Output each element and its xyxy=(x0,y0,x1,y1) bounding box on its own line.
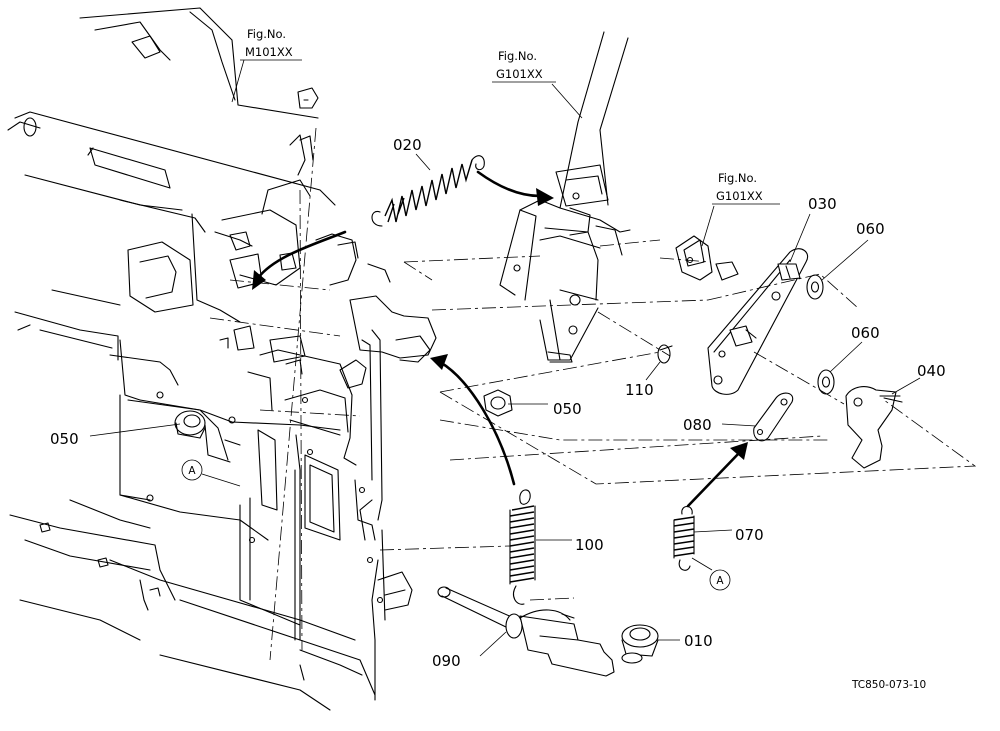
clip-110 xyxy=(657,344,673,364)
fig-ref-g1-line2: G101XX xyxy=(496,67,543,81)
part-label-110: 110 xyxy=(625,381,654,399)
washer-060-top xyxy=(806,274,824,300)
link-080 xyxy=(753,392,794,442)
part-label-080: 080 xyxy=(683,416,712,434)
part-label-090: 090 xyxy=(432,652,461,670)
part-label-050-left: 050 xyxy=(50,430,79,448)
callout-markers: A A xyxy=(181,459,731,591)
fig-ref-g2-line2: G101XX xyxy=(716,189,763,203)
spring-070 xyxy=(673,505,695,571)
fig-ref-g2-line1: Fig.No. xyxy=(718,171,757,185)
drawing-reference: TC850-073-10 xyxy=(851,679,926,691)
part-label-010: 010 xyxy=(684,632,713,650)
part-label-020: 020 xyxy=(393,136,422,154)
part-label-040: 040 xyxy=(917,362,946,380)
arrow-100-to-lever xyxy=(430,354,516,486)
part-label-070: 070 xyxy=(735,526,764,544)
callout-a-right: A xyxy=(709,569,731,591)
part-label-060-top: 060 xyxy=(856,220,885,238)
part-label-060-bottom: 060 xyxy=(851,324,880,342)
part-numbers: 020 030 060 060 040 110 050 080 050 100 … xyxy=(50,136,946,670)
fig-ref-g1-line1: Fig.No. xyxy=(498,49,537,63)
hook-plate-040 xyxy=(845,386,903,469)
stopper-bolt xyxy=(675,235,739,281)
leader-lines xyxy=(89,59,921,657)
part-label-100: 100 xyxy=(575,536,604,554)
spring-020 xyxy=(371,155,485,227)
rod-090 xyxy=(437,586,615,677)
svg-text:A: A xyxy=(716,575,724,587)
arrow-020-to-frame xyxy=(252,230,347,290)
callout-a-left: A xyxy=(181,459,203,481)
bracket-plate-030 xyxy=(707,248,808,395)
center-lines xyxy=(209,127,977,661)
arrow-020-to-lever xyxy=(476,170,554,206)
svg-text:A: A xyxy=(188,465,196,477)
fig-ref-m-line1: Fig.No. xyxy=(247,27,286,41)
frame-housing xyxy=(7,7,437,711)
arrow-070-to-link xyxy=(686,442,748,508)
pedal-lever-assembly xyxy=(499,31,631,363)
part-label-050-center: 050 xyxy=(553,400,582,418)
nut-050-center xyxy=(483,389,513,417)
figure-references: Fig.No. M101XX Fig.No. G101XX Fig.No. G1… xyxy=(245,27,763,203)
fig-ref-m-line2: M101XX xyxy=(245,45,293,59)
pad-010 xyxy=(621,624,659,664)
part-label-030: 030 xyxy=(808,195,837,213)
spring-100 xyxy=(509,489,536,605)
nut-050-left xyxy=(174,410,206,439)
